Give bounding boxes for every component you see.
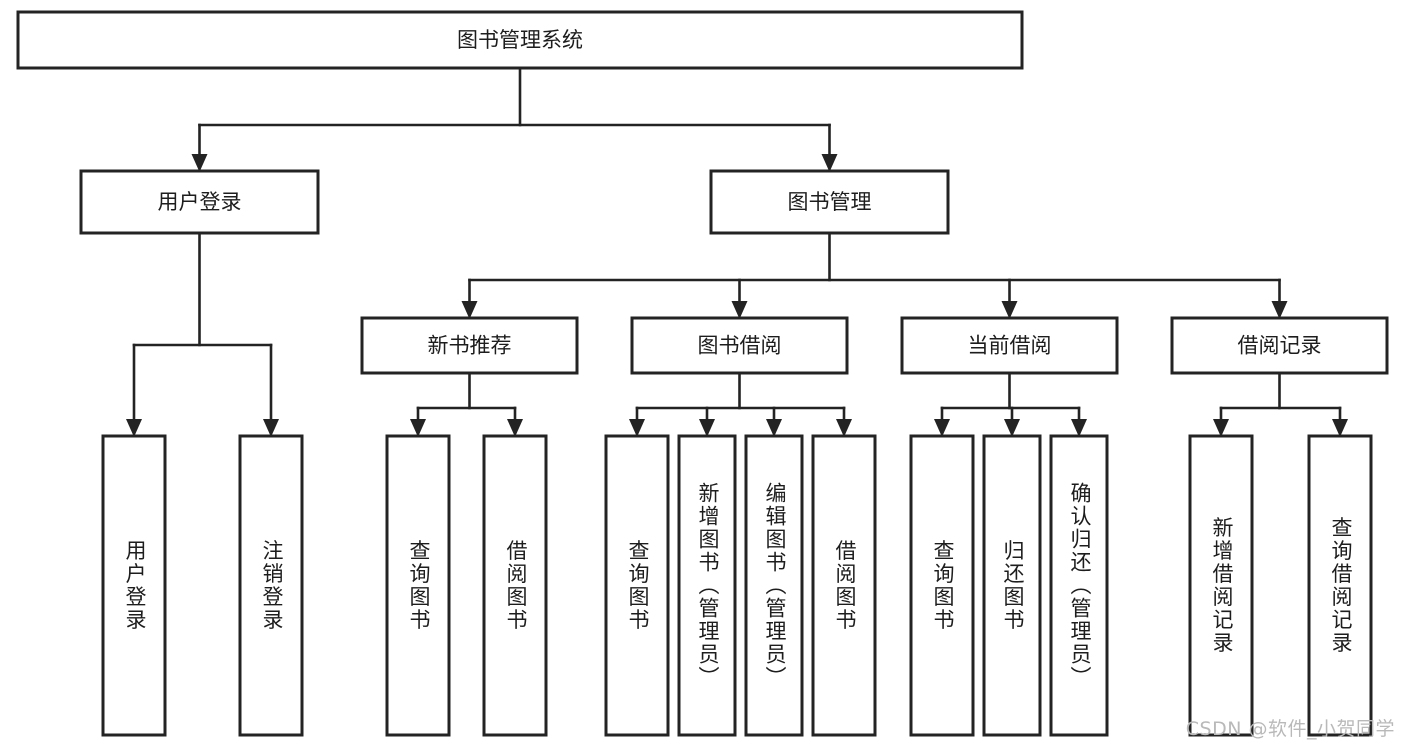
arrow-head-leaf-add-book bbox=[699, 419, 715, 437]
connector-group-borrow-record bbox=[1213, 371, 1348, 437]
node-box-leaf-user-login bbox=[101, 434, 167, 737]
node-box-leaf-logout bbox=[238, 434, 304, 737]
connector-group-current-borrow bbox=[934, 371, 1087, 437]
node-leaf-query-book-3[interactable]: 查询图书 bbox=[909, 434, 975, 737]
node-label-book-borrow: 图书借阅 bbox=[698, 334, 782, 358]
connector-group-book-manage bbox=[461, 231, 1288, 319]
node-label-leaf-return-book: 归还图书 bbox=[1001, 540, 1025, 632]
node-book-borrow[interactable]: 图书借阅 bbox=[630, 316, 849, 375]
node-label-leaf-confirm-return: 确认归还（管理员） bbox=[1068, 482, 1092, 689]
node-box-leaf-query-book-2 bbox=[604, 434, 670, 737]
node-label-current-borrow: 当前借阅 bbox=[968, 334, 1052, 358]
node-leaf-borrow-book-2[interactable]: 借阅图书 bbox=[811, 434, 877, 737]
node-borrow-record[interactable]: 借阅记录 bbox=[1170, 316, 1389, 375]
arrow-head-leaf-add-record bbox=[1213, 419, 1229, 437]
node-leaf-logout[interactable]: 注销登录 bbox=[238, 434, 304, 737]
arrow-head-leaf-borrow-book-1 bbox=[507, 419, 523, 437]
node-box-leaf-query-book-1 bbox=[385, 434, 451, 737]
node-box-current-borrow bbox=[900, 316, 1119, 375]
node-box-leaf-query-record bbox=[1307, 434, 1373, 737]
node-leaf-query-book-1[interactable]: 查询图书 bbox=[385, 434, 451, 737]
node-leaf-query-book-2[interactable]: 查询图书 bbox=[604, 434, 670, 737]
node-box-leaf-query-book-3 bbox=[909, 434, 975, 737]
node-label-leaf-user-login: 用户登录 bbox=[123, 540, 147, 632]
node-box-leaf-borrow-book-2 bbox=[811, 434, 877, 737]
node-label-leaf-borrow-book-2: 借阅图书 bbox=[833, 540, 857, 632]
node-leaf-add-record[interactable]: 新增借阅记录 bbox=[1188, 434, 1254, 737]
arrow-head-book-manage bbox=[821, 154, 838, 172]
node-box-root bbox=[16, 10, 1024, 70]
node-label-leaf-logout: 注销登录 bbox=[260, 540, 284, 632]
node-label-root: 图书管理系统 bbox=[457, 28, 583, 52]
arrow-head-leaf-borrow-book-2 bbox=[836, 419, 852, 437]
node-new-book-rec[interactable]: 新书推荐 bbox=[360, 316, 579, 375]
node-box-book-manage bbox=[709, 169, 950, 235]
arrow-head-leaf-query-record bbox=[1332, 419, 1348, 437]
arrow-head-user-login bbox=[191, 154, 208, 172]
node-label-leaf-borrow-book-1: 借阅图书 bbox=[504, 540, 528, 632]
arrow-head-leaf-return-book bbox=[1004, 419, 1020, 437]
node-root[interactable]: 图书管理系统 bbox=[16, 10, 1024, 70]
node-label-leaf-query-book-1: 查询图书 bbox=[407, 540, 431, 632]
node-box-leaf-add-record bbox=[1188, 434, 1254, 737]
node-leaf-borrow-book-1[interactable]: 借阅图书 bbox=[482, 434, 548, 737]
arrow-head-new-book-rec bbox=[461, 301, 478, 319]
arrow-head-leaf-edit-book bbox=[766, 419, 782, 437]
node-label-leaf-query-book-2: 查询图书 bbox=[626, 540, 650, 632]
connector-group-new-book-rec bbox=[410, 371, 523, 437]
node-label-leaf-add-record: 新增借阅记录 bbox=[1210, 517, 1234, 655]
node-label-leaf-add-book: 新增图书（管理员） bbox=[696, 482, 720, 689]
arrow-head-leaf-query-book-2 bbox=[629, 419, 645, 437]
node-label-borrow-record: 借阅记录 bbox=[1238, 334, 1322, 358]
node-box-leaf-return-book bbox=[982, 434, 1042, 737]
node-box-borrow-record bbox=[1170, 316, 1389, 375]
node-label-user-login: 用户登录 bbox=[158, 190, 242, 214]
node-book-manage[interactable]: 图书管理 bbox=[709, 169, 950, 235]
node-label-new-book-rec: 新书推荐 bbox=[428, 334, 512, 358]
node-box-user-login bbox=[79, 169, 320, 235]
node-leaf-return-book[interactable]: 归还图书 bbox=[982, 434, 1042, 737]
node-box-leaf-confirm-return bbox=[1049, 434, 1109, 737]
connector-group-root bbox=[191, 66, 838, 172]
arrow-head-current-borrow bbox=[1001, 301, 1018, 319]
node-label-leaf-query-book-3: 查询图书 bbox=[931, 540, 955, 632]
node-label-leaf-query-record: 查询借阅记录 bbox=[1329, 517, 1353, 655]
arrow-head-leaf-confirm-return bbox=[1071, 419, 1087, 437]
node-user-login[interactable]: 用户登录 bbox=[79, 169, 320, 235]
node-label-leaf-edit-book: 编辑图书（管理员） bbox=[763, 482, 787, 689]
arrow-head-borrow-record bbox=[1271, 301, 1288, 319]
node-current-borrow[interactable]: 当前借阅 bbox=[900, 316, 1119, 375]
connectors-layer bbox=[126, 66, 1348, 437]
node-box-new-book-rec bbox=[360, 316, 579, 375]
arrow-head-leaf-logout bbox=[263, 419, 279, 437]
arrow-head-leaf-query-book-1 bbox=[410, 419, 426, 437]
connector-group-user-login bbox=[126, 231, 279, 437]
connector-group-book-borrow bbox=[629, 371, 852, 437]
node-leaf-query-record[interactable]: 查询借阅记录 bbox=[1307, 434, 1373, 737]
node-box-leaf-add-book bbox=[677, 434, 737, 737]
node-box-book-borrow bbox=[630, 316, 849, 375]
node-leaf-user-login[interactable]: 用户登录 bbox=[101, 434, 167, 737]
node-box-leaf-borrow-book-1 bbox=[482, 434, 548, 737]
arrow-head-leaf-user-login bbox=[126, 419, 142, 437]
node-label-book-manage: 图书管理 bbox=[788, 190, 872, 214]
node-leaf-edit-book[interactable]: 编辑图书（管理员） bbox=[744, 434, 804, 737]
node-box-leaf-edit-book bbox=[744, 434, 804, 737]
node-leaf-confirm-return[interactable]: 确认归还（管理员） bbox=[1049, 434, 1109, 737]
arrow-head-leaf-query-book-3 bbox=[934, 419, 950, 437]
nodes-layer: 图书管理系统用户登录图书管理新书推荐图书借阅当前借阅借阅记录用户登录注销登录查询… bbox=[16, 10, 1389, 737]
node-leaf-add-book[interactable]: 新增图书（管理员） bbox=[677, 434, 737, 737]
arrow-head-book-borrow bbox=[731, 301, 748, 319]
